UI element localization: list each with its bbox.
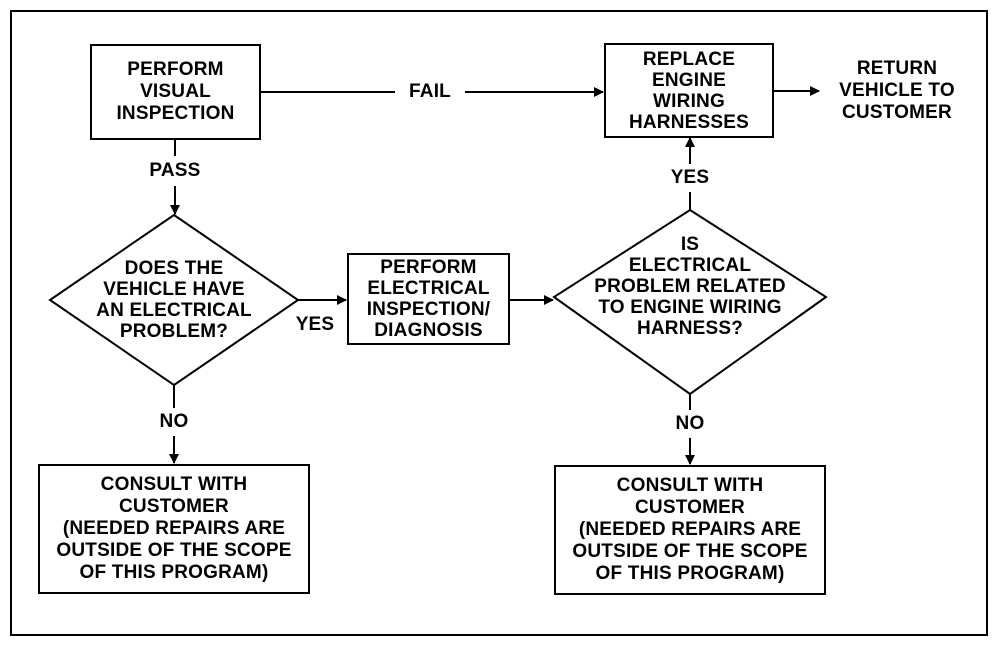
replace-harness-label: REPLACE ENGINE WIRING HARNESSES (628, 48, 750, 133)
pass-edge-label: PASS (149, 160, 201, 181)
no-right-edge-label: NO (675, 413, 705, 434)
electrical-problem-question: DOES THE VEHICLE HAVE AN ELECTRICAL PROB… (96, 258, 252, 342)
consult-right-box: CONSULT WITH CUSTOMER (NEEDED REPAIRS AR… (554, 465, 826, 595)
replace-harness-box: REPLACE ENGINE WIRING HARNESSES (604, 43, 774, 138)
consult-left-label: CONSULT WITH CUSTOMER (NEEDED REPAIRS AR… (56, 474, 292, 583)
fail-edge-label: FAIL (409, 81, 451, 102)
yes-right-edge-label: YES (670, 167, 710, 188)
consult-right-label: CONSULT WITH CUSTOMER (NEEDED REPAIRS AR… (572, 475, 808, 584)
visual-inspection-box: PERFORM VISUAL INSPECTION (90, 44, 261, 140)
no-left-edge-label: NO (159, 411, 189, 432)
harness-related-question: IS ELECTRICAL PROBLEM RELATED TO ENGINE … (594, 234, 786, 339)
electrical-inspection-label: PERFORM ELECTRICAL INSPECTION/ DIAGNOSIS (366, 257, 491, 341)
electrical-inspection-box: PERFORM ELECTRICAL INSPECTION/ DIAGNOSIS (347, 253, 510, 345)
yes-left-edge-label: YES (295, 314, 335, 335)
visual-inspection-label: PERFORM VISUAL INSPECTION (116, 59, 235, 124)
consult-left-box: CONSULT WITH CUSTOMER (NEEDED REPAIRS AR… (38, 464, 310, 594)
return-vehicle-label: RETURN VEHICLE TO CUSTOMER (839, 58, 955, 123)
